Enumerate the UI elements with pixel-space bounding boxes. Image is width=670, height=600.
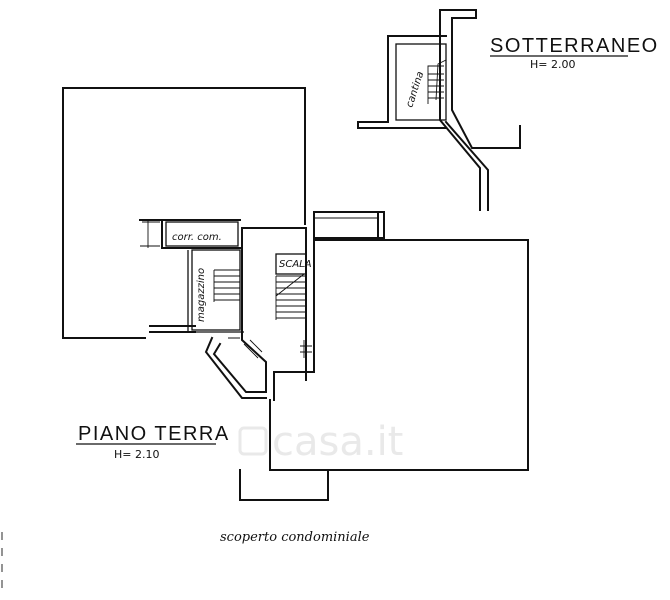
storage-stairs [213,269,240,302]
ground-height: H= 2.10 [114,448,159,461]
basement-title: SOTTERRANEO [490,35,659,57]
main-stairs [275,273,306,320]
common-corridor [165,221,239,247]
basement-height: H= 2.00 [530,58,575,71]
watermark: casa.it [238,419,403,465]
basement-plan: cantina SOTTERRANEO H= 2.00 [357,9,659,211]
entrance-bay [204,336,267,399]
storage-label: magazzino [196,268,207,322]
lower-annex [239,469,329,501]
watermark-logo-icon [238,426,268,456]
cellar-stairs [427,59,447,104]
ground-title: PIANO TERRA [78,423,230,445]
stairs-tag-box [275,253,307,275]
outdoor-label: scoperto condominiale [220,530,370,545]
storage-room [191,249,241,331]
cellar-room [395,43,447,121]
watermark-text: casa.it [272,419,403,465]
right-building-outline [269,239,529,471]
ground-floor-plan: corr. com. magazzino SCALA PIANO T [62,87,529,501]
cellar-label: cantina [404,70,426,109]
corridor-label: corr. com. [172,232,222,243]
main-building-outline [62,87,306,339]
stairs-tag: SCALA [279,259,312,270]
